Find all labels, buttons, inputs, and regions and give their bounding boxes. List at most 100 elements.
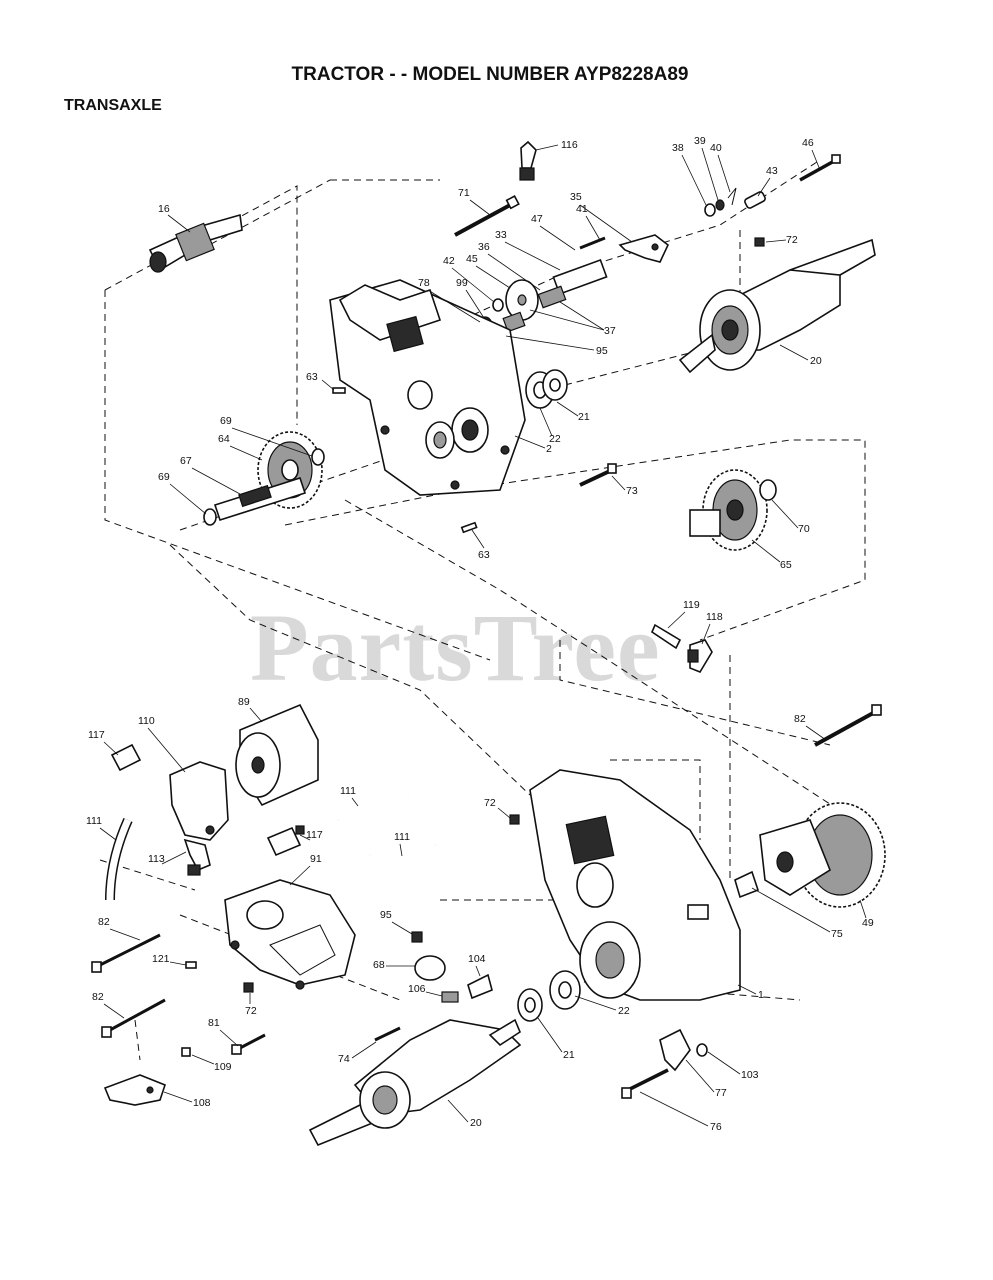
part-72-screw-lower <box>509 814 520 825</box>
callout-label: 72 <box>786 234 798 246</box>
part-46-bolt <box>799 154 841 182</box>
callout-label: 2 <box>546 443 552 455</box>
part-16-shaft <box>148 213 243 273</box>
callout-label: 45 <box>466 253 478 265</box>
callout-label: 119 <box>683 599 700 611</box>
parts-33-36-41-47 <box>537 236 608 309</box>
part-1-case-half <box>529 769 741 1001</box>
part-72-screw <box>754 237 765 247</box>
callout-label: 40 <box>710 142 722 154</box>
part-65-gear <box>689 469 768 551</box>
callout-label: 99 <box>456 277 468 289</box>
callout-label: 103 <box>741 1069 759 1081</box>
callout-label: 108 <box>193 1097 211 1109</box>
callout-label: 20 <box>810 355 822 367</box>
callout-label: 20 <box>470 1117 482 1129</box>
callout-label: 1 <box>758 989 764 1001</box>
parts-118-119-fittings <box>651 623 713 673</box>
part-49-differential <box>759 802 886 908</box>
callout-label: 116 <box>561 139 578 151</box>
callout-label: 71 <box>458 187 470 199</box>
callout-labels: 116 38 39 40 46 16 71 43 35 41 47 33 72 … <box>86 135 874 1133</box>
callout-label: 74 <box>338 1053 350 1065</box>
part-70-washer <box>759 479 777 501</box>
callout-label: 46 <box>802 137 814 149</box>
callout-label: 72 <box>484 797 496 809</box>
callout-label: 42 <box>443 255 455 267</box>
callout-label: 111 <box>394 831 410 843</box>
callout-label: 113 <box>148 853 165 865</box>
part-113-elbow <box>183 838 211 876</box>
parts-38-39-40-43 <box>704 187 766 217</box>
parts-95-68-104-106 <box>411 931 493 1003</box>
page-title: TRACTOR - - MODEL NUMBER AYP8228A89 <box>292 64 689 85</box>
callout-label: 63 <box>306 371 318 383</box>
part-74-bolt <box>374 1026 401 1042</box>
part-71-bolt <box>454 195 520 237</box>
callout-label: 41 <box>576 203 588 215</box>
part-2-case-half <box>329 279 526 496</box>
part-82-bolt-left-upper <box>91 933 161 973</box>
callout-label: 82 <box>794 713 806 725</box>
callout-label: 22 <box>549 433 561 445</box>
callout-label: 77 <box>715 1087 727 1099</box>
callout-label: 110 <box>138 715 155 727</box>
assembly-lines <box>99 159 871 1061</box>
callout-label: 82 <box>92 991 104 1003</box>
callout-label: 109 <box>214 1061 232 1073</box>
callout-label: 78 <box>418 277 430 289</box>
part-89-filter <box>235 703 319 807</box>
part-75-spacer <box>734 870 759 899</box>
callout-label: 69 <box>220 415 232 427</box>
callout-label: 121 <box>152 953 170 965</box>
callout-label: 64 <box>218 433 230 445</box>
callout-label: 117 <box>306 829 323 841</box>
part-117-fitting-mid <box>266 825 305 857</box>
callout-label: 65 <box>780 559 792 571</box>
callout-label: 47 <box>531 213 543 225</box>
callout-label: 89 <box>238 696 250 708</box>
callout-label: 38 <box>672 142 684 154</box>
callout-label: 72 <box>245 1005 257 1017</box>
callout-label: 73 <box>626 485 638 497</box>
callout-label: 91 <box>310 853 322 865</box>
part-73-bolt <box>579 463 617 487</box>
callout-label: 95 <box>596 345 608 357</box>
part-110-plate <box>169 761 229 841</box>
callout-label: 106 <box>408 983 426 995</box>
parts-21-22-washers-lower <box>517 970 581 1022</box>
callout-label: 43 <box>766 165 778 177</box>
callout-label: 16 <box>158 203 170 215</box>
part-67-shaft <box>213 476 307 522</box>
callout-label: 21 <box>563 1049 575 1061</box>
callout-label: 82 <box>98 916 110 928</box>
callout-label: 75 <box>831 928 843 940</box>
callout-label: 36 <box>478 241 490 253</box>
callout-label: 63 <box>478 549 490 561</box>
callout-label: 35 <box>570 191 582 203</box>
part-91-pump-housing <box>224 879 356 990</box>
part-108-arm <box>103 1074 166 1106</box>
callout-label: 111 <box>340 785 356 797</box>
callout-label: 118 <box>706 611 723 623</box>
callout-label: 76 <box>710 1121 722 1133</box>
callout-label: 39 <box>694 135 706 147</box>
callout-label: 104 <box>468 953 486 965</box>
parts-63-pins <box>332 387 478 534</box>
parts-69-washers <box>203 448 325 526</box>
parts-76-77-103 <box>621 1028 708 1099</box>
callout-label: 69 <box>158 471 170 483</box>
parts-111-hoses <box>105 789 438 901</box>
part-20-axle-housing-upper <box>678 238 876 374</box>
callout-label: 68 <box>373 959 385 971</box>
callout-label: 81 <box>208 1017 220 1029</box>
callout-label: 67 <box>180 455 192 467</box>
callout-label: 22 <box>618 1005 630 1017</box>
section-title: TRANSAXLE <box>64 97 162 114</box>
callout-label: 70 <box>798 523 810 535</box>
parts-21-22-washers-upper <box>525 369 568 409</box>
part-45-disk <box>505 279 539 321</box>
part-82-bolt-left-lower <box>101 998 166 1038</box>
part-20-axle-housing-lower <box>308 1018 522 1147</box>
